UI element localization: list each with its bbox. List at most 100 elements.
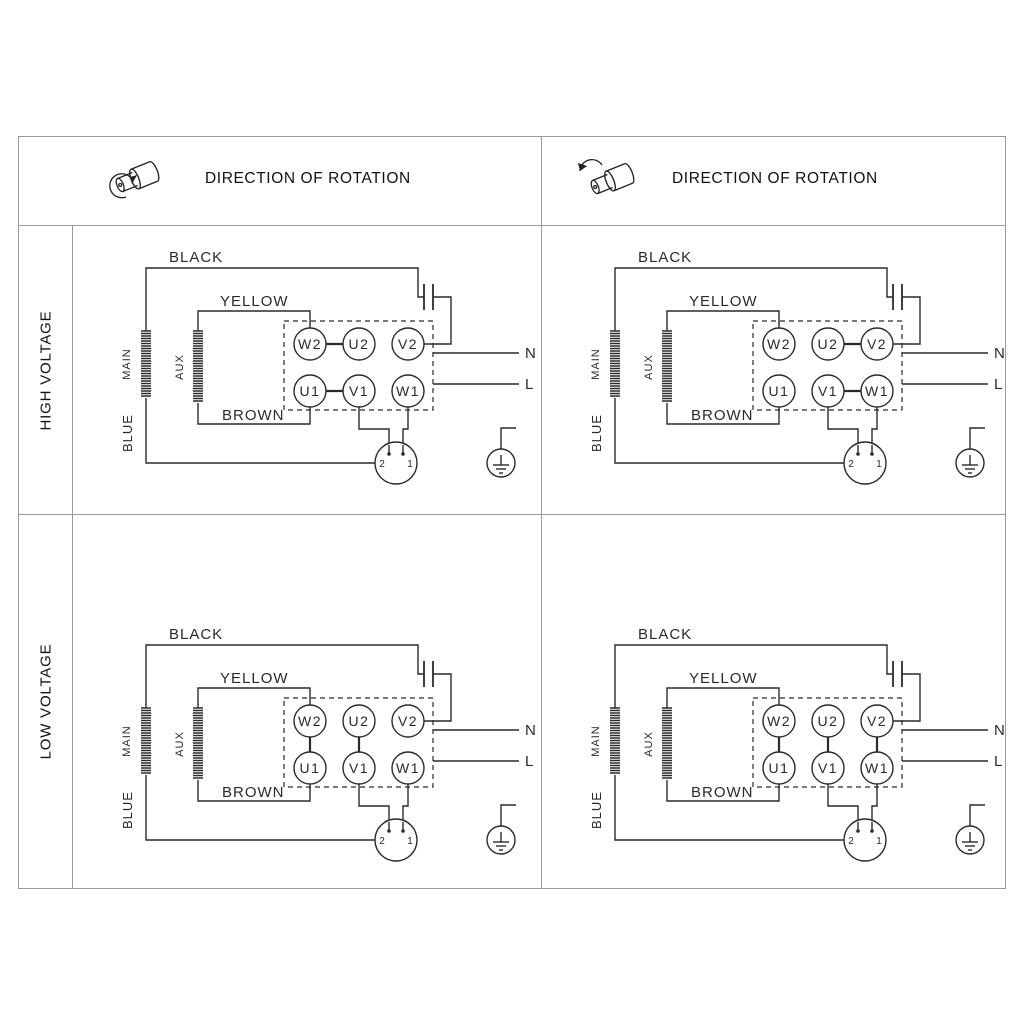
terminal-label-U1: U1 xyxy=(300,383,321,399)
terminal-label-V1: V1 xyxy=(349,383,369,399)
neutral-label: N xyxy=(994,722,1005,739)
terminal-label-U1: U1 xyxy=(769,760,790,776)
aux-winding xyxy=(662,330,672,402)
high-voltage-label: HIGH VOLTAGE xyxy=(37,310,54,430)
ground-lead-wire xyxy=(969,804,985,826)
black-wire-label: BLACK xyxy=(638,626,692,643)
brown-wire xyxy=(666,403,780,425)
plug-pin1-wire xyxy=(402,407,409,445)
brown-wire xyxy=(666,780,780,802)
main-winding xyxy=(610,707,620,774)
terminal-V1: V1 xyxy=(342,751,376,785)
capacitor-symbol xyxy=(892,284,903,310)
plug-pin2-wire xyxy=(827,784,859,822)
capacitor-symbol xyxy=(423,661,434,687)
terminal-W1: W1 xyxy=(391,751,425,785)
terminal-label-U1: U1 xyxy=(769,383,790,399)
main-winding-label: MAIN xyxy=(121,725,133,757)
blue-wire-label: BLUE xyxy=(120,791,135,829)
plug-pin2-wire xyxy=(358,407,390,445)
terminal-W2: W2 xyxy=(762,704,796,738)
plug-pin1-wire xyxy=(871,407,878,445)
plug-pin2-wire xyxy=(358,784,390,822)
main-winding xyxy=(141,707,151,774)
yellow-wire-label: YELLOW xyxy=(220,670,289,687)
terminal-label-W1: W1 xyxy=(396,383,420,399)
terminal-label-V1: V1 xyxy=(818,760,838,776)
plug-pin-1-label: 1 xyxy=(407,836,413,847)
plug-pin1-wire xyxy=(871,784,878,822)
terminal-U2: U2 xyxy=(811,704,845,738)
plug-pin-2-label: 2 xyxy=(848,459,854,470)
terminal-label-W1: W1 xyxy=(396,760,420,776)
yellow-wire xyxy=(197,687,311,708)
terminal-label-W2: W2 xyxy=(767,713,791,729)
aux-winding-label: AUX xyxy=(643,731,655,757)
row-label-high-voltage: HIGH VOLTAGE xyxy=(19,226,73,514)
terminal-label-V2: V2 xyxy=(398,713,418,729)
capacitor-symbol xyxy=(892,661,903,687)
aux-winding xyxy=(662,707,672,779)
terminal-label-V1: V1 xyxy=(349,760,369,776)
terminal-V2: V2 xyxy=(860,704,894,738)
line-label: L xyxy=(994,753,1003,770)
direction-of-rotation-title: DIRECTION OF ROTATION xyxy=(672,170,878,187)
terminal-U2: U2 xyxy=(811,327,845,361)
black-wire-label: BLACK xyxy=(169,249,223,266)
diagram-grid: DIRECTION OF ROTATION DIRECTION OF ROTAT… xyxy=(18,136,1006,889)
black-wire xyxy=(145,644,424,708)
terminal-U2: U2 xyxy=(342,704,376,738)
terminal-V1: V1 xyxy=(342,374,376,408)
main-winding-label: MAIN xyxy=(590,725,602,757)
aux-winding-label: AUX xyxy=(174,731,186,757)
brown-wire-label: BROWN xyxy=(222,407,285,424)
direction-of-rotation-title: DIRECTION OF ROTATION xyxy=(205,170,411,187)
terminal-label-W2: W2 xyxy=(767,336,791,352)
terminal-label-V1: V1 xyxy=(818,383,838,399)
brown-wire-label: BROWN xyxy=(691,407,754,424)
plug-pin-1-label: 1 xyxy=(407,459,413,470)
ground-symbol xyxy=(955,427,985,478)
ground-symbol xyxy=(486,427,516,478)
terminal-U1: U1 xyxy=(293,751,327,785)
yellow-wire xyxy=(666,310,780,331)
terminal-label-V2: V2 xyxy=(867,336,887,352)
capacitor-lead-wire xyxy=(424,296,452,345)
terminal-W1: W1 xyxy=(860,751,894,785)
main-winding xyxy=(141,330,151,397)
line-label: L xyxy=(525,376,534,393)
capacitor-lead-wire xyxy=(893,296,921,345)
terminal-block-outline xyxy=(752,320,903,411)
terminal-label-V2: V2 xyxy=(867,713,887,729)
blue-wire-label: BLUE xyxy=(589,414,604,452)
header-cell-right: DIRECTION OF ROTATION xyxy=(541,137,1005,226)
low-voltage-label: LOW VOLTAGE xyxy=(37,643,55,760)
black-wire-label: BLACK xyxy=(638,249,692,266)
terminal-label-W1: W1 xyxy=(865,760,889,776)
blue-wire xyxy=(145,398,375,464)
terminal-W1: W1 xyxy=(391,374,425,408)
main-winding xyxy=(610,330,620,397)
ground-lead-wire xyxy=(500,804,516,826)
plug-pin-1-label: 1 xyxy=(876,836,882,847)
capacitor-symbol xyxy=(423,284,434,310)
ground-lead-wire xyxy=(969,427,985,449)
aux-winding-label: AUX xyxy=(643,354,655,380)
terminal-V2: V2 xyxy=(391,704,425,738)
capacitor-lead-wire xyxy=(893,673,921,722)
black-wire xyxy=(145,267,424,331)
motor-cw-icon xyxy=(578,158,635,195)
terminal-W2: W2 xyxy=(762,327,796,361)
terminal-label-U2: U2 xyxy=(818,336,839,352)
brown-wire xyxy=(197,403,311,425)
plug-pin2-wire xyxy=(827,407,859,445)
header-cell-left: DIRECTION OF ROTATION xyxy=(19,137,541,226)
